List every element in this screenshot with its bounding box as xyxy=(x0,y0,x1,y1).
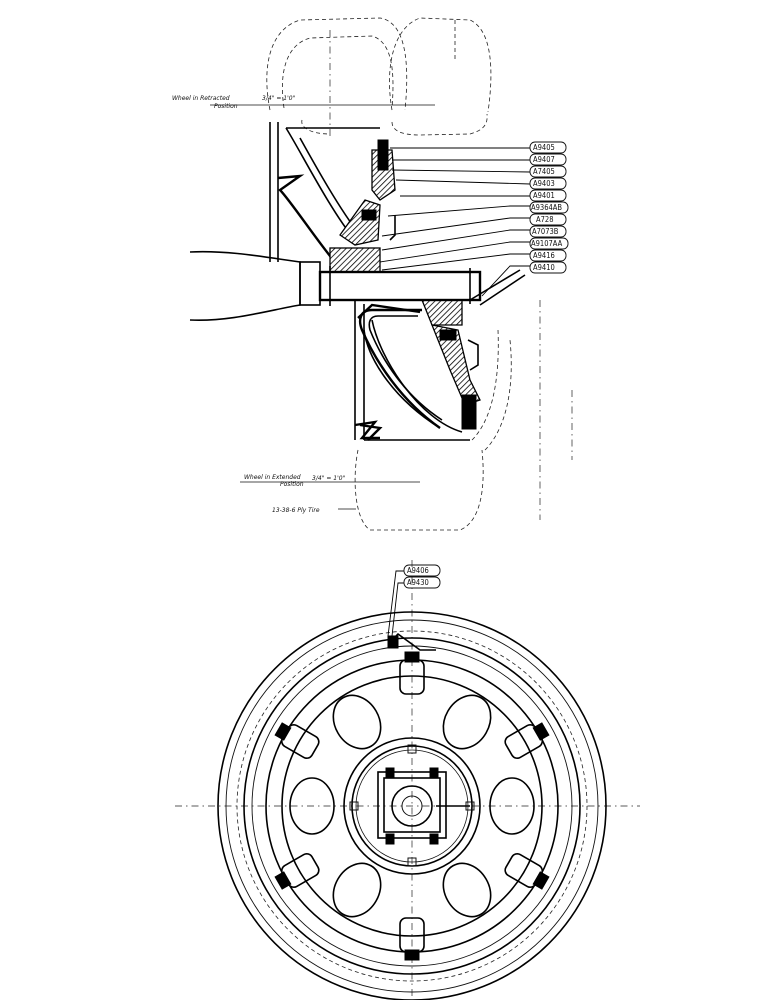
brake-line xyxy=(358,308,443,441)
callout-a9430: A9430 xyxy=(403,576,441,589)
svg-text:A9107AA: A9107AA xyxy=(531,239,563,248)
side-callout-leaders xyxy=(379,147,531,297)
note-retracted-line1: Wheel in Retracted xyxy=(172,95,230,102)
svg-text:A9403: A9403 xyxy=(533,179,555,188)
svg-text:A9405: A9405 xyxy=(533,143,555,152)
svg-text:A9410: A9410 xyxy=(533,263,555,272)
side-callouts: A9405 A9407 A7405 A9403 A9401 A9364AB xyxy=(529,141,569,274)
note-extended-line2: Position xyxy=(280,481,304,488)
note-tire-size: 13-38-6 Ply Tire xyxy=(272,507,320,514)
callout-a7073b: A7073B xyxy=(529,225,567,238)
svg-text:A9401: A9401 xyxy=(533,191,555,200)
svg-text:A9406: A9406 xyxy=(407,566,429,575)
callout-a9410: A9410 xyxy=(529,261,567,274)
tire xyxy=(217,611,607,1000)
extended-tire-outline xyxy=(354,20,573,531)
svg-text:A728: A728 xyxy=(536,215,554,224)
valve-stem xyxy=(387,632,436,651)
callout-a9407: A9407 xyxy=(529,153,567,166)
retracted-tire-outline xyxy=(266,17,492,140)
callout-a9364ab: A9364AB xyxy=(529,201,569,214)
callout-a9405: A9405 xyxy=(529,141,567,154)
svg-text:A7073B: A7073B xyxy=(532,227,559,236)
callout-a9406: A9406 xyxy=(403,564,441,577)
svg-text:A9407: A9407 xyxy=(533,155,555,164)
side-section-view: Wheel in Retracted Position 3/4" = 1'0" xyxy=(172,17,573,531)
callout-a9403: A9403 xyxy=(529,177,567,190)
callout-a9416: A9416 xyxy=(529,249,567,262)
svg-text:A9430: A9430 xyxy=(407,578,429,587)
wheel-disc xyxy=(281,675,543,937)
front-view: A9406 A9430 xyxy=(175,560,640,1000)
svg-text:A7405: A7405 xyxy=(533,167,555,176)
hub-section xyxy=(329,139,481,430)
note-retracted-line2: Position xyxy=(214,103,238,110)
callout-a9107aa: A9107AA xyxy=(529,237,569,250)
callout-a9401: A9401 xyxy=(529,189,567,202)
svg-text:A9416: A9416 xyxy=(533,251,555,260)
note-extended-line1: Wheel in Extended xyxy=(244,474,301,481)
note-retracted-scale: 3/4" = 1'0" xyxy=(262,95,296,102)
front-callout-leaders xyxy=(387,570,404,637)
note-extended-scale: 3/4" = 1'0" xyxy=(312,475,346,482)
rim-clamps xyxy=(274,651,550,961)
svg-text:A9364AB: A9364AB xyxy=(531,203,562,212)
callout-a7405: A7405 xyxy=(529,165,567,178)
axle xyxy=(189,250,526,322)
hub xyxy=(343,737,481,875)
callout-a728: A728 xyxy=(529,213,567,226)
front-callouts: A9406 A9430 xyxy=(403,564,441,589)
